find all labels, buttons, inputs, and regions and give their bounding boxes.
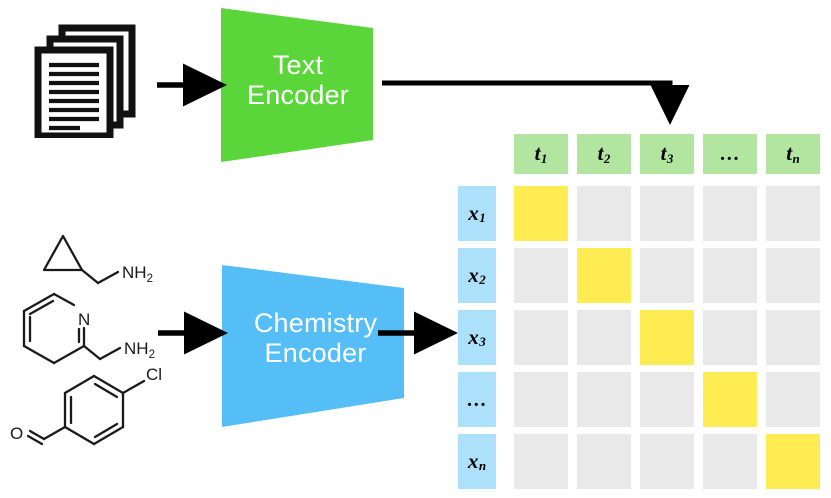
matrix-cell[interactable]: [640, 372, 694, 427]
row-header-x2[interactable]: x2: [458, 248, 496, 303]
chemistry-encoder-shape: [222, 265, 404, 427]
matrix-cell[interactable]: [514, 248, 568, 303]
column-header-tn-label: tn: [786, 141, 800, 166]
column-header-tn[interactable]: tn: [766, 134, 820, 174]
matrix-cell[interactable]: [514, 434, 568, 489]
matrix-cell[interactable]: [640, 434, 694, 489]
column-header-ellipsis-label: …: [719, 143, 741, 165]
matrix-cell[interactable]: [703, 434, 757, 489]
matrix-cell[interactable]: [514, 310, 568, 365]
column-header-t1[interactable]: t1: [514, 134, 568, 174]
row-header-x1[interactable]: x1: [458, 186, 496, 241]
row-header-x3[interactable]: x3: [458, 310, 496, 365]
matrix-cell[interactable]: [640, 186, 694, 241]
matrix-cell[interactable]: [703, 310, 757, 365]
row-header-xn-label: xn: [467, 448, 487, 474]
atom-label-nh2: NH2: [122, 263, 153, 285]
row-header-x3-label: x3: [468, 324, 486, 350]
molecule-structure-chlorobenzaldehyde: Cl O: [8, 358, 198, 462]
text-encoder-shape: [221, 8, 373, 162]
column-header-t3[interactable]: t3: [640, 134, 694, 174]
atom-label-nh2: NH2: [124, 339, 155, 361]
column-header-t2[interactable]: t2: [577, 134, 631, 174]
atom-label-cl: Cl: [146, 365, 162, 384]
matrix-cell-match[interactable]: [766, 434, 820, 489]
atom-label-n: N: [78, 310, 90, 329]
matrix-cell[interactable]: [577, 186, 631, 241]
molecule-structure-pyridinylmethanamine: N NH2: [8, 286, 198, 372]
matrix-cell[interactable]: [640, 248, 694, 303]
row-header-xn[interactable]: xn: [458, 434, 496, 489]
matrix-cell[interactable]: [766, 372, 820, 427]
matrix-cell-match[interactable]: [640, 310, 694, 365]
documents-stack-icon: [28, 20, 148, 138]
matrix-cell-match[interactable]: [577, 248, 631, 303]
matrix-cell[interactable]: [766, 248, 820, 303]
matrix-cell[interactable]: [703, 248, 757, 303]
molecule-structure-cyclopropylmethanamine: NH2: [18, 228, 198, 290]
row-header-x1-label: x1: [468, 200, 486, 226]
matrix-cell[interactable]: [703, 186, 757, 241]
chemistry-encoder-block[interactable]: Chemistry Encoder: [218, 255, 413, 435]
matrix-cell[interactable]: [514, 372, 568, 427]
column-header-t1-label: t1: [534, 141, 548, 166]
column-header-ellipsis[interactable]: …: [703, 134, 757, 174]
matrix-cell[interactable]: [577, 372, 631, 427]
arrow-text-encoder-to-matrix: [382, 80, 690, 125]
matrix-cell[interactable]: [766, 186, 820, 241]
matrix-cell[interactable]: [577, 310, 631, 365]
column-header-t3-label: t3: [660, 141, 674, 166]
row-header-ellipsis-label: …: [466, 388, 488, 411]
row-header-x2-label: x2: [468, 262, 486, 288]
row-header-ellipsis[interactable]: …: [458, 372, 496, 427]
matrix-cell[interactable]: [577, 434, 631, 489]
similarity-matrix: t1 t2 t3 … tn x1 x2 x3 … xn: [440, 120, 831, 498]
atom-label-o: O: [10, 424, 23, 443]
matrix-cell[interactable]: [766, 310, 820, 365]
matrix-cell-match[interactable]: [514, 186, 568, 241]
column-header-t2-label: t2: [597, 141, 611, 166]
text-encoder-block[interactable]: Text Encoder: [218, 0, 378, 170]
matrix-cell-match[interactable]: [703, 372, 757, 427]
